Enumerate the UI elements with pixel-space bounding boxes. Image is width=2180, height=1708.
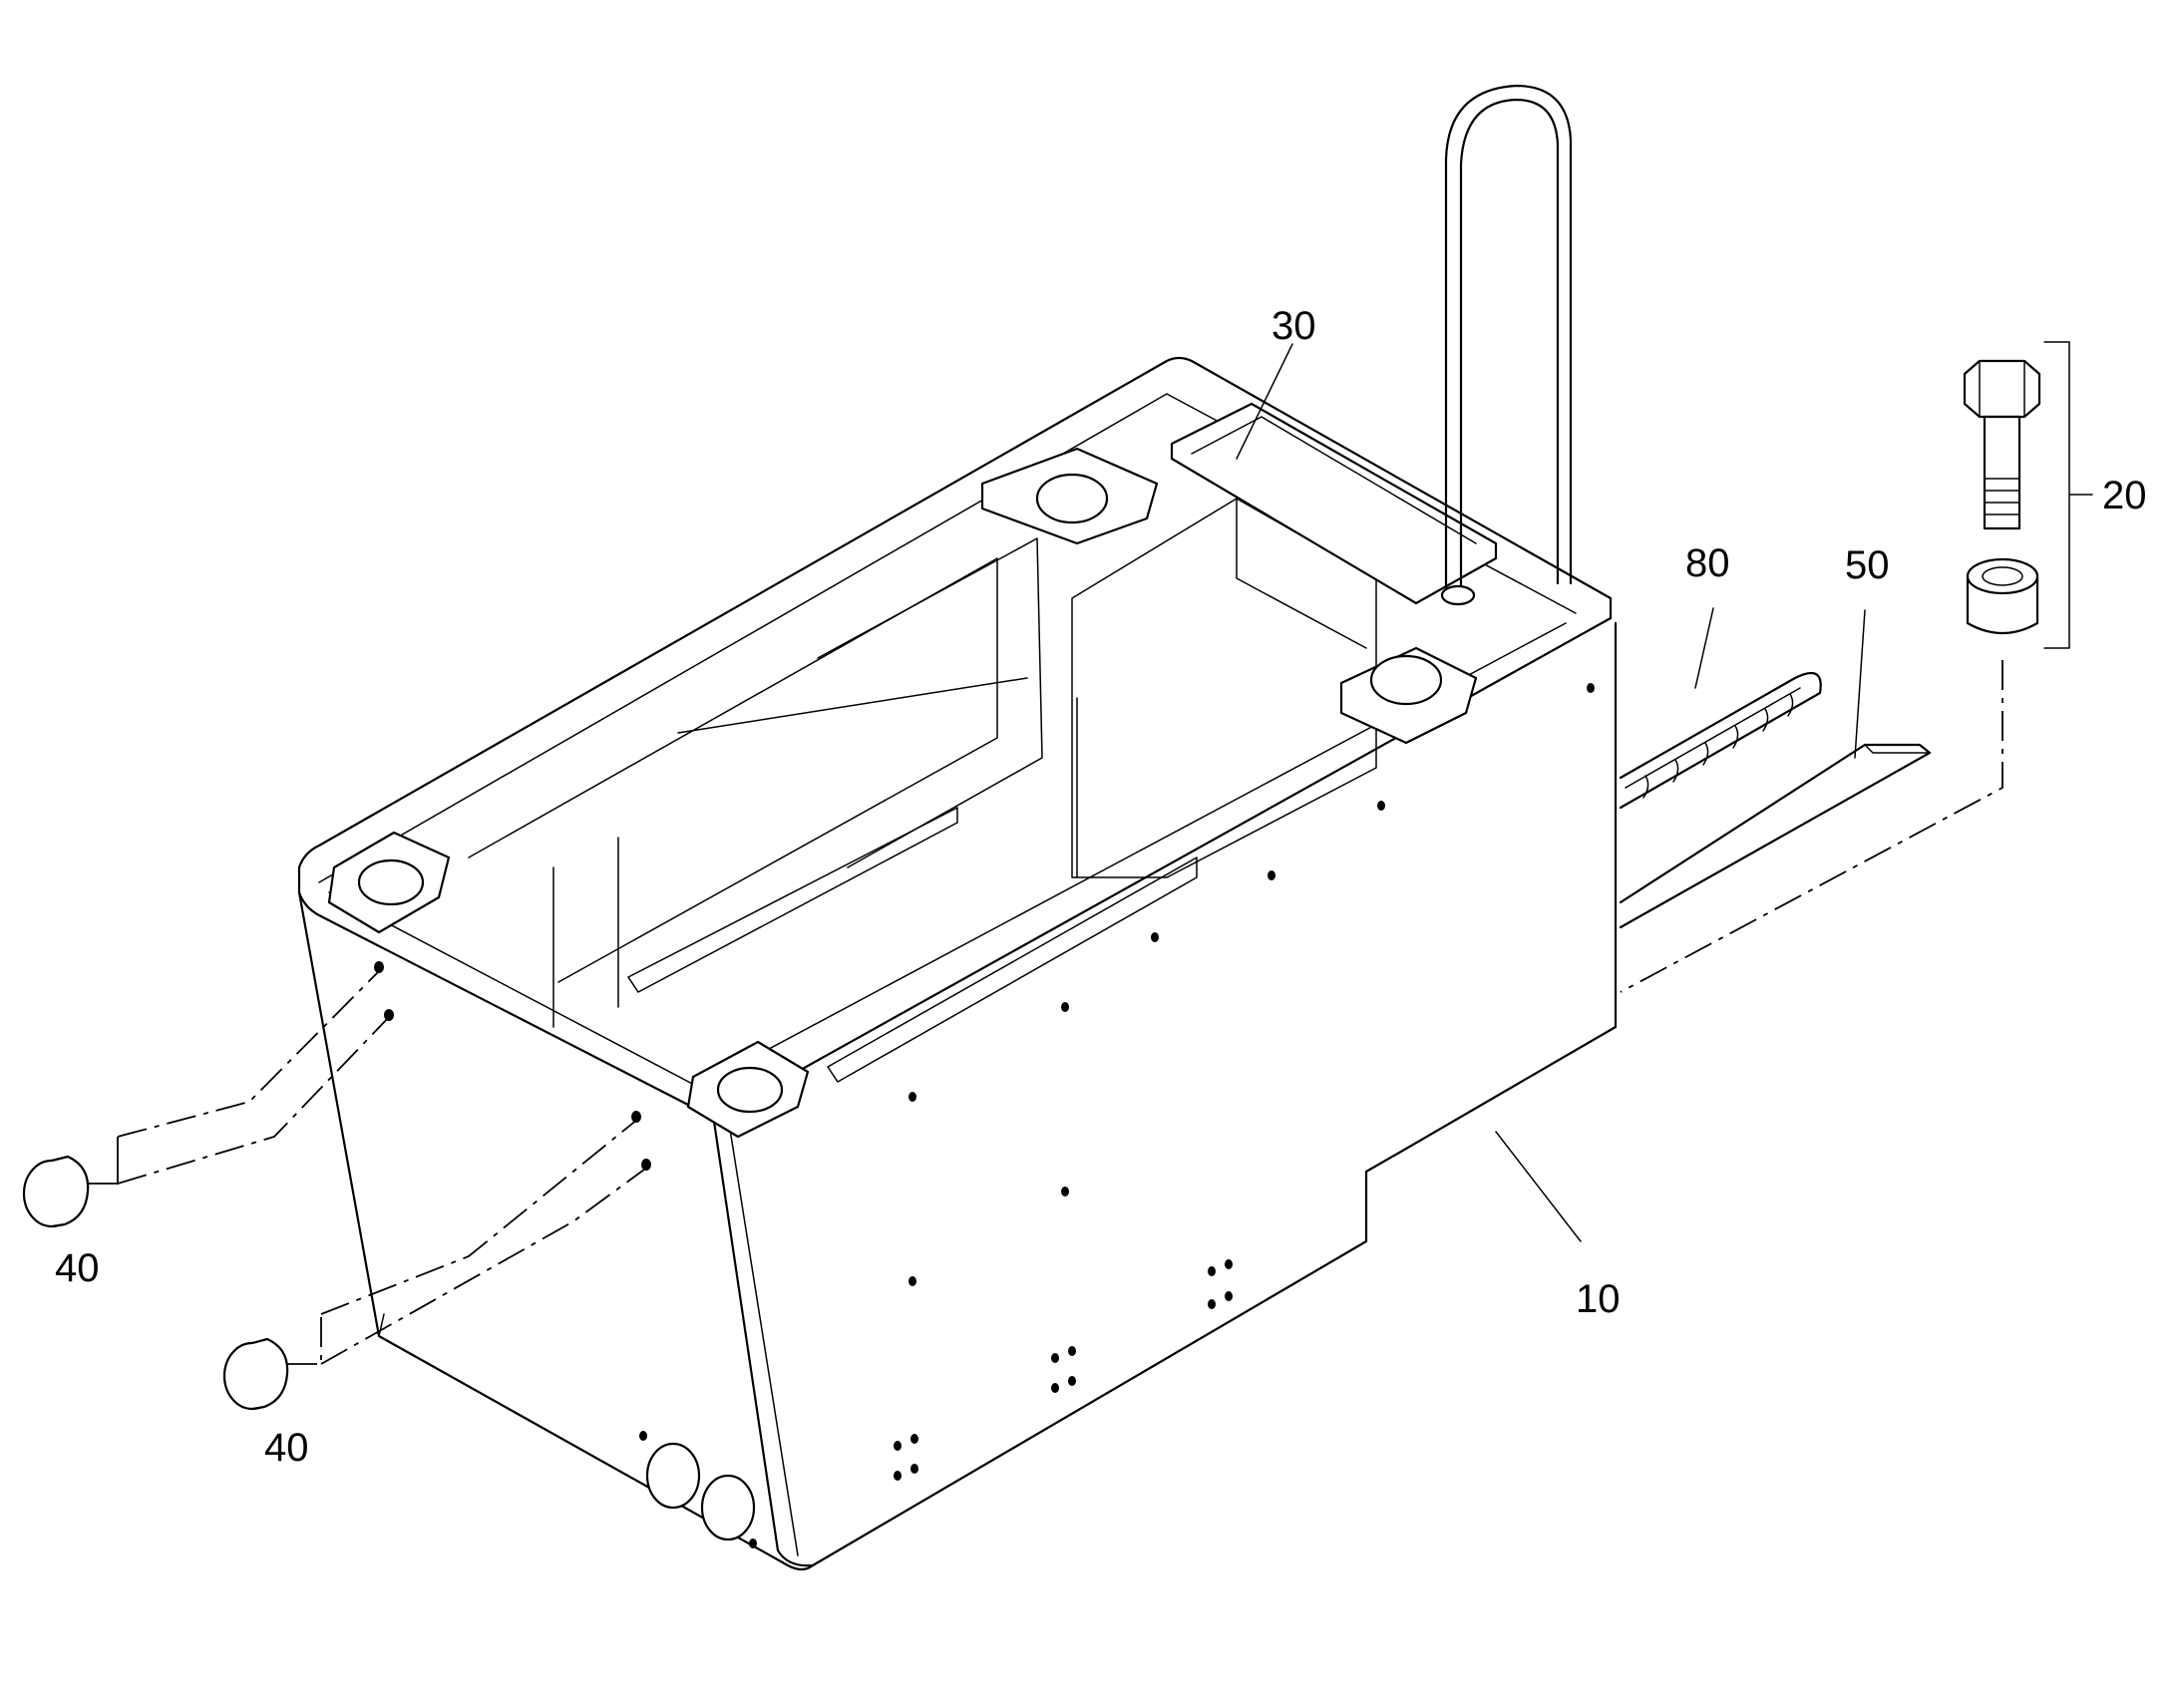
lower-ports [645,1442,756,1541]
mount-pad-rear-right [1339,646,1478,745]
hose [1619,671,1822,810]
mount-pad-front-left [327,831,451,934]
callout-10: 10 [1576,1277,1621,1321]
leader-lines [1236,343,1866,1242]
plug-upper [22,1155,90,1228]
bracket-20 [2043,341,2093,649]
rail [1619,743,1932,929]
callout-40-upper: 40 [55,1246,100,1290]
callout-80: 80 [1685,541,1730,585]
bolt [1963,359,2041,530]
mount-pad-rear-left [980,447,1159,545]
callout-50: 50 [1845,543,1890,587]
callout-20: 20 [2102,474,2147,517]
callout-40-lower: 40 [264,1426,309,1470]
handle-bar [1440,84,1573,606]
top-plate [1170,402,1498,605]
assembly-lines [88,660,2003,1365]
bushing [1966,557,2039,634]
frame-holes [374,683,1595,1548]
frame-body [297,356,1618,1571]
plug-lower [222,1337,289,1411]
callout-30: 30 [1272,304,1316,348]
mount-pad-front-center [686,1040,810,1139]
